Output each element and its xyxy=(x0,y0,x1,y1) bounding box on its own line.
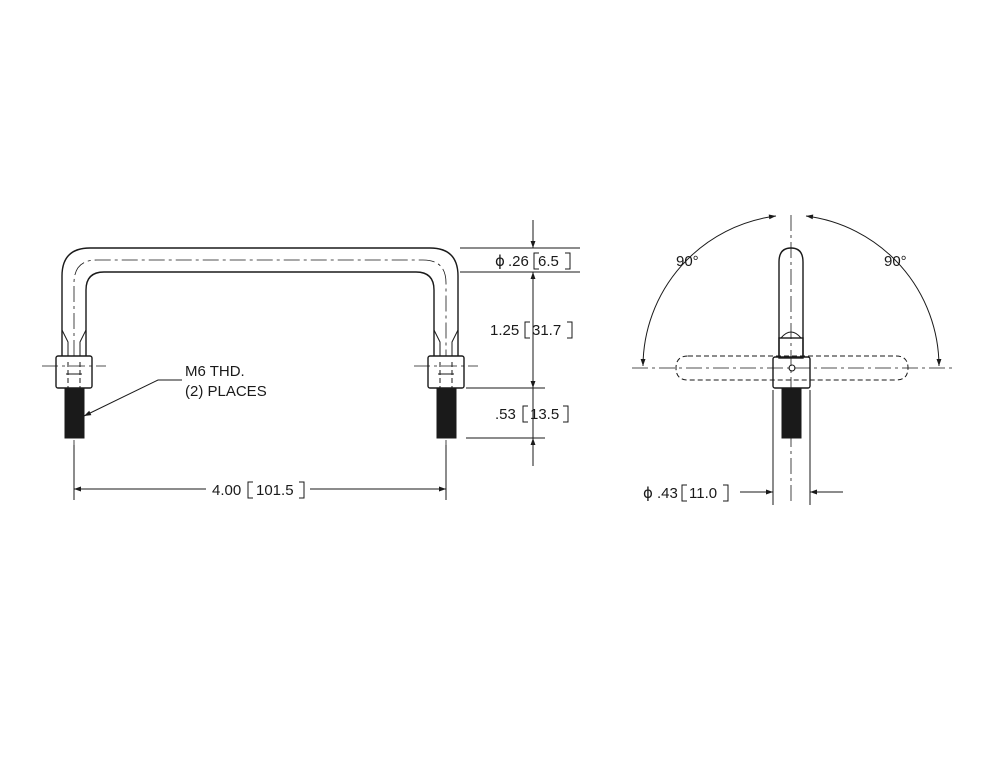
width-mm: 101.5 xyxy=(256,482,294,499)
width-inch: 4.00 xyxy=(212,482,241,499)
left-post-block xyxy=(55,355,93,389)
side-view: 90° 90° ϕ .43 11.0 xyxy=(632,214,952,505)
side-base-block xyxy=(772,356,811,389)
rod-diameter-mm: 6.5 xyxy=(538,253,559,270)
left-angle-label: 90° xyxy=(676,253,699,270)
side-thread xyxy=(781,387,802,439)
folded-handle-phantom xyxy=(675,355,909,381)
right-post-block xyxy=(427,355,465,389)
rod-diameter-inch: .26 xyxy=(508,253,529,270)
base-diameter-symbol: ϕ xyxy=(643,484,653,502)
height-inch: 1.25 xyxy=(490,322,519,339)
thread-note-line2: (2) PLACES xyxy=(185,383,267,400)
right-angle-label: 90° xyxy=(884,253,907,270)
handle-outer-outline xyxy=(61,247,459,356)
front-view: ϕ .26 6.5 1.25 31.7 .53 13.5 4.00 101.5 … xyxy=(42,220,580,500)
height-mm: 31.7 xyxy=(532,322,561,339)
base-diameter-mm: 11.0 xyxy=(689,485,717,502)
handle-inner-outline xyxy=(85,271,435,356)
thread-note-line1: M6 THD. xyxy=(185,363,245,380)
left-thread xyxy=(64,387,85,439)
rod-diameter-symbol: ϕ xyxy=(495,252,505,270)
rod-centerline xyxy=(73,259,447,356)
right-thread xyxy=(436,387,457,439)
thread-length-inch: .53 xyxy=(495,406,516,423)
base-diameter-inch: .43 xyxy=(657,485,678,502)
thread-length-mm: 13.5 xyxy=(530,406,559,423)
